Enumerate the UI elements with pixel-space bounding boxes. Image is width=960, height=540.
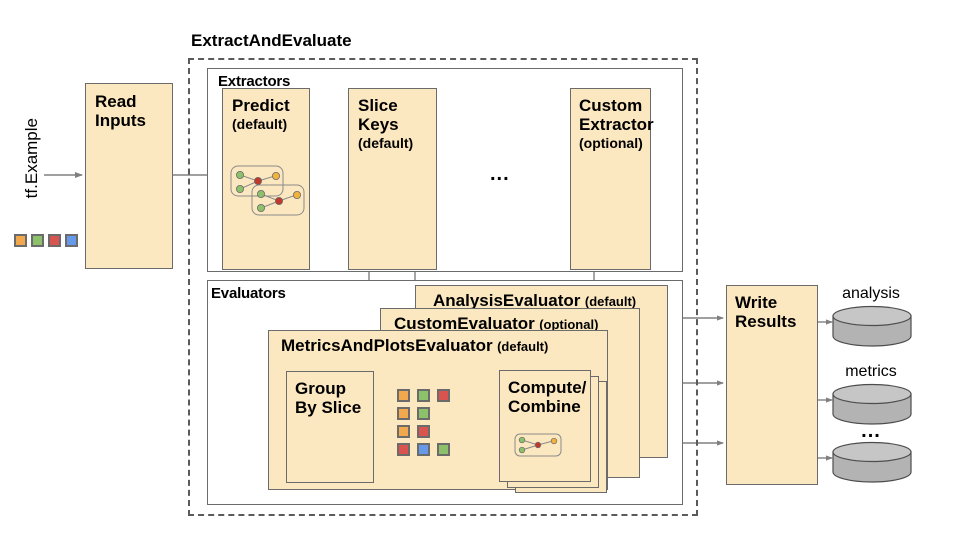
evaluators-group-label: Evaluators: [211, 285, 286, 302]
evaluator-metrics-name: MetricsAndPlotsEvaluator: [281, 336, 493, 355]
swatch-red: [48, 234, 61, 247]
write-results-node[interactable]: Write Results: [726, 285, 818, 485]
sink-cylinder-analysis: [832, 305, 912, 347]
write-results-label: Write Results: [735, 293, 797, 331]
sink-label-metrics: metrics: [845, 363, 897, 380]
slice-swatch: [397, 443, 410, 456]
evaluator-analysis-name: AnalysisEvaluator: [433, 291, 581, 310]
sink-cylinder-metrics: [832, 383, 912, 425]
extractor-custom-name-line1: Custom: [579, 96, 643, 115]
extractors-group-label: Extractors: [218, 73, 291, 90]
evaluator-custom-name: CustomEvaluator: [394, 314, 535, 333]
evaluator-analysis-qualifier: (default): [584, 294, 637, 309]
extract-and-evaluate-group: [188, 58, 698, 516]
evaluator-metrics-title: MetricsAndPlotsEvaluator (default): [269, 331, 607, 356]
read-inputs-node[interactable]: Read Inputs: [85, 83, 173, 269]
evaluator-metrics-and-plots[interactable]: MetricsAndPlotsEvaluator (default) Group…: [268, 330, 608, 493]
stage-group-by-slice[interactable]: Group By Slice: [286, 371, 374, 483]
slice-swatch: [437, 443, 450, 456]
extractors-ellipsis: ...: [490, 163, 510, 185]
swatch-blue: [65, 234, 78, 247]
metric-graph-icon: [514, 433, 562, 457]
evaluator-metrics-qualifier: (default): [497, 339, 549, 354]
sink-label-more: ...: [861, 420, 881, 442]
input-swatch-row: [14, 234, 78, 250]
stage-compute-combine[interactable]: Compute/ Combine: [499, 370, 591, 482]
read-inputs-label: Read Inputs: [95, 92, 146, 130]
extractor-slice-keys-name-line2: Keys: [358, 115, 399, 134]
extractor-predict-name: Predict: [232, 96, 290, 115]
input-label: tf.Example: [22, 118, 41, 199]
model-graph-icon: [230, 165, 305, 216]
extractor-slice-keys[interactable]: Slice Keys (default): [348, 88, 437, 270]
extractor-predict[interactable]: Predict (default): [222, 88, 310, 270]
extractor-slice-keys-qualifier: (default): [358, 135, 414, 151]
slice-swatch: [397, 389, 410, 402]
extractor-custom-name-line2: Extractor: [579, 115, 654, 134]
slice-swatch: [397, 407, 410, 420]
swatch-green: [31, 234, 44, 247]
extractor-predict-qualifier: (default): [232, 116, 288, 132]
swatch-orange: [14, 234, 27, 247]
extractor-custom[interactable]: Custom Extractor (optional): [570, 88, 654, 270]
slice-swatch-grid: [397, 389, 459, 459]
stage-group-by-slice-line2: By Slice: [295, 398, 362, 417]
stage-group-by-slice-line1: Group: [295, 379, 346, 398]
slice-swatch: [437, 389, 450, 402]
evaluator-custom-title: CustomEvaluator (optional): [381, 309, 639, 334]
sink-label-analysis: analysis: [842, 285, 900, 302]
stage-compute-combine-line2: Combine: [508, 397, 581, 416]
extract-and-evaluate-title: ExtractAndEvaluate: [191, 31, 352, 50]
sink-cylinder-more: [832, 441, 912, 483]
slice-swatch: [417, 425, 430, 438]
evaluator-analysis-title: AnalysisEvaluator (default): [416, 286, 667, 311]
slice-swatch: [417, 389, 430, 402]
evaluator-custom-qualifier: (optional): [539, 317, 599, 332]
slice-swatch: [397, 425, 410, 438]
slice-swatch: [417, 407, 430, 420]
extractor-slice-keys-name-line1: Slice: [358, 96, 398, 115]
stage-compute-combine-line1: Compute/: [508, 378, 587, 397]
slice-swatch: [417, 443, 430, 456]
extractor-custom-qualifier: (optional): [579, 135, 643, 151]
